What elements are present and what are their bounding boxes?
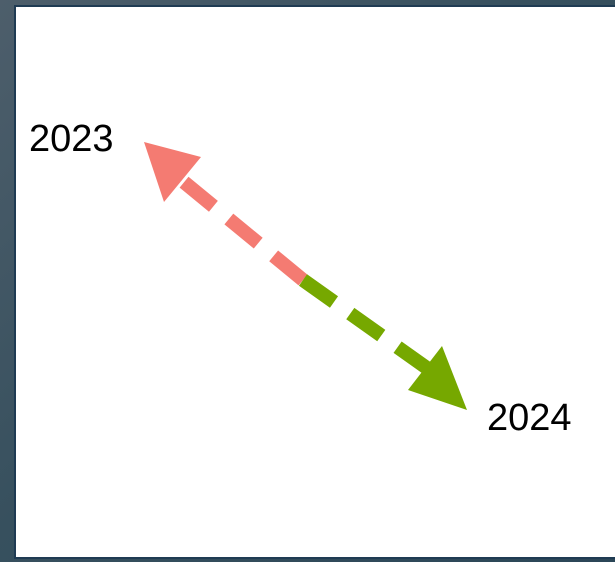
year-label-2023: 2023	[29, 118, 114, 160]
arrow-segment-2024	[298, 274, 439, 379]
double-arrow-graphic	[144, 142, 467, 410]
arrow-segment-2023	[174, 172, 308, 286]
arrowhead-2023-icon	[144, 142, 201, 202]
year-label-2024: 2024	[487, 397, 572, 439]
diagram-panel: 2023 2024	[14, 5, 615, 559]
arrowhead-2024-icon	[408, 346, 467, 410]
